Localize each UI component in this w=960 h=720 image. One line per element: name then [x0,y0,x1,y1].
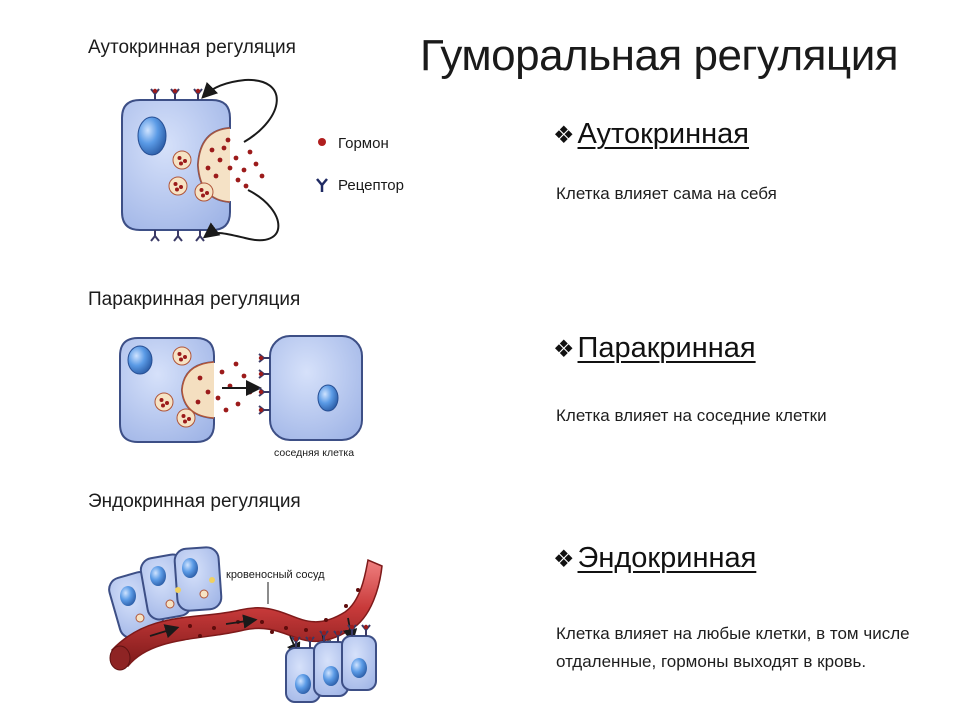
receptor-legend-label: Рецептор [338,177,404,194]
autocrine-hormones [205,137,265,189]
neighbor-cell [269,335,363,441]
neighbor-cell-label: соседняя клетка [274,447,354,459]
type-description-endocrine: Клетка влияет на любые клетки, в том чис… [556,620,910,676]
type-heading-endocrine: ❖Эндокринная [553,542,757,574]
autocrine-diagram-label: Аутокринная регуляция [88,37,296,58]
type-description-paracrine: Клетка влияет на соседние клетки [556,406,827,425]
type-heading-paracrine: ❖Паракринная [553,332,756,364]
autocrine-nucleus [137,116,167,156]
receptor-legend-icon [316,178,328,192]
gland-cells [108,546,223,640]
endocrine-illustration [108,546,383,703]
type-description-endocrine-line2: отдаленные, гормоны выходят в кровь. [556,652,867,671]
autocrine-illustration [121,78,280,242]
paracrine-diagram-label: Паракринная регуляция [88,289,301,310]
page-title: Гуморальная регуляция [420,31,899,80]
paracrine-illustration [119,335,363,443]
blood-vessel [110,558,383,668]
diamond-bullet-icon: ❖ [553,122,575,149]
diamond-bullet-icon: ❖ [553,546,575,573]
type-heading-autocrine: ❖Аутокринная [553,118,749,150]
legend [316,138,328,192]
diamond-bullet-icon: ❖ [553,336,575,363]
target-cells [285,623,377,703]
hormone-legend-label: Гормон [338,135,389,152]
vessel-hormones [168,588,360,638]
hormone-legend-dot [318,138,326,146]
type-description-endocrine-line1: Клетка влияет на любые клетки, в том чис… [556,624,910,643]
type-description-autocrine: Клетка влияет сама на себя [556,184,777,203]
endocrine-diagram-label: Эндокринная регуляция [88,491,301,512]
blood-vessel-label: кровеносный сосуд [226,569,325,581]
